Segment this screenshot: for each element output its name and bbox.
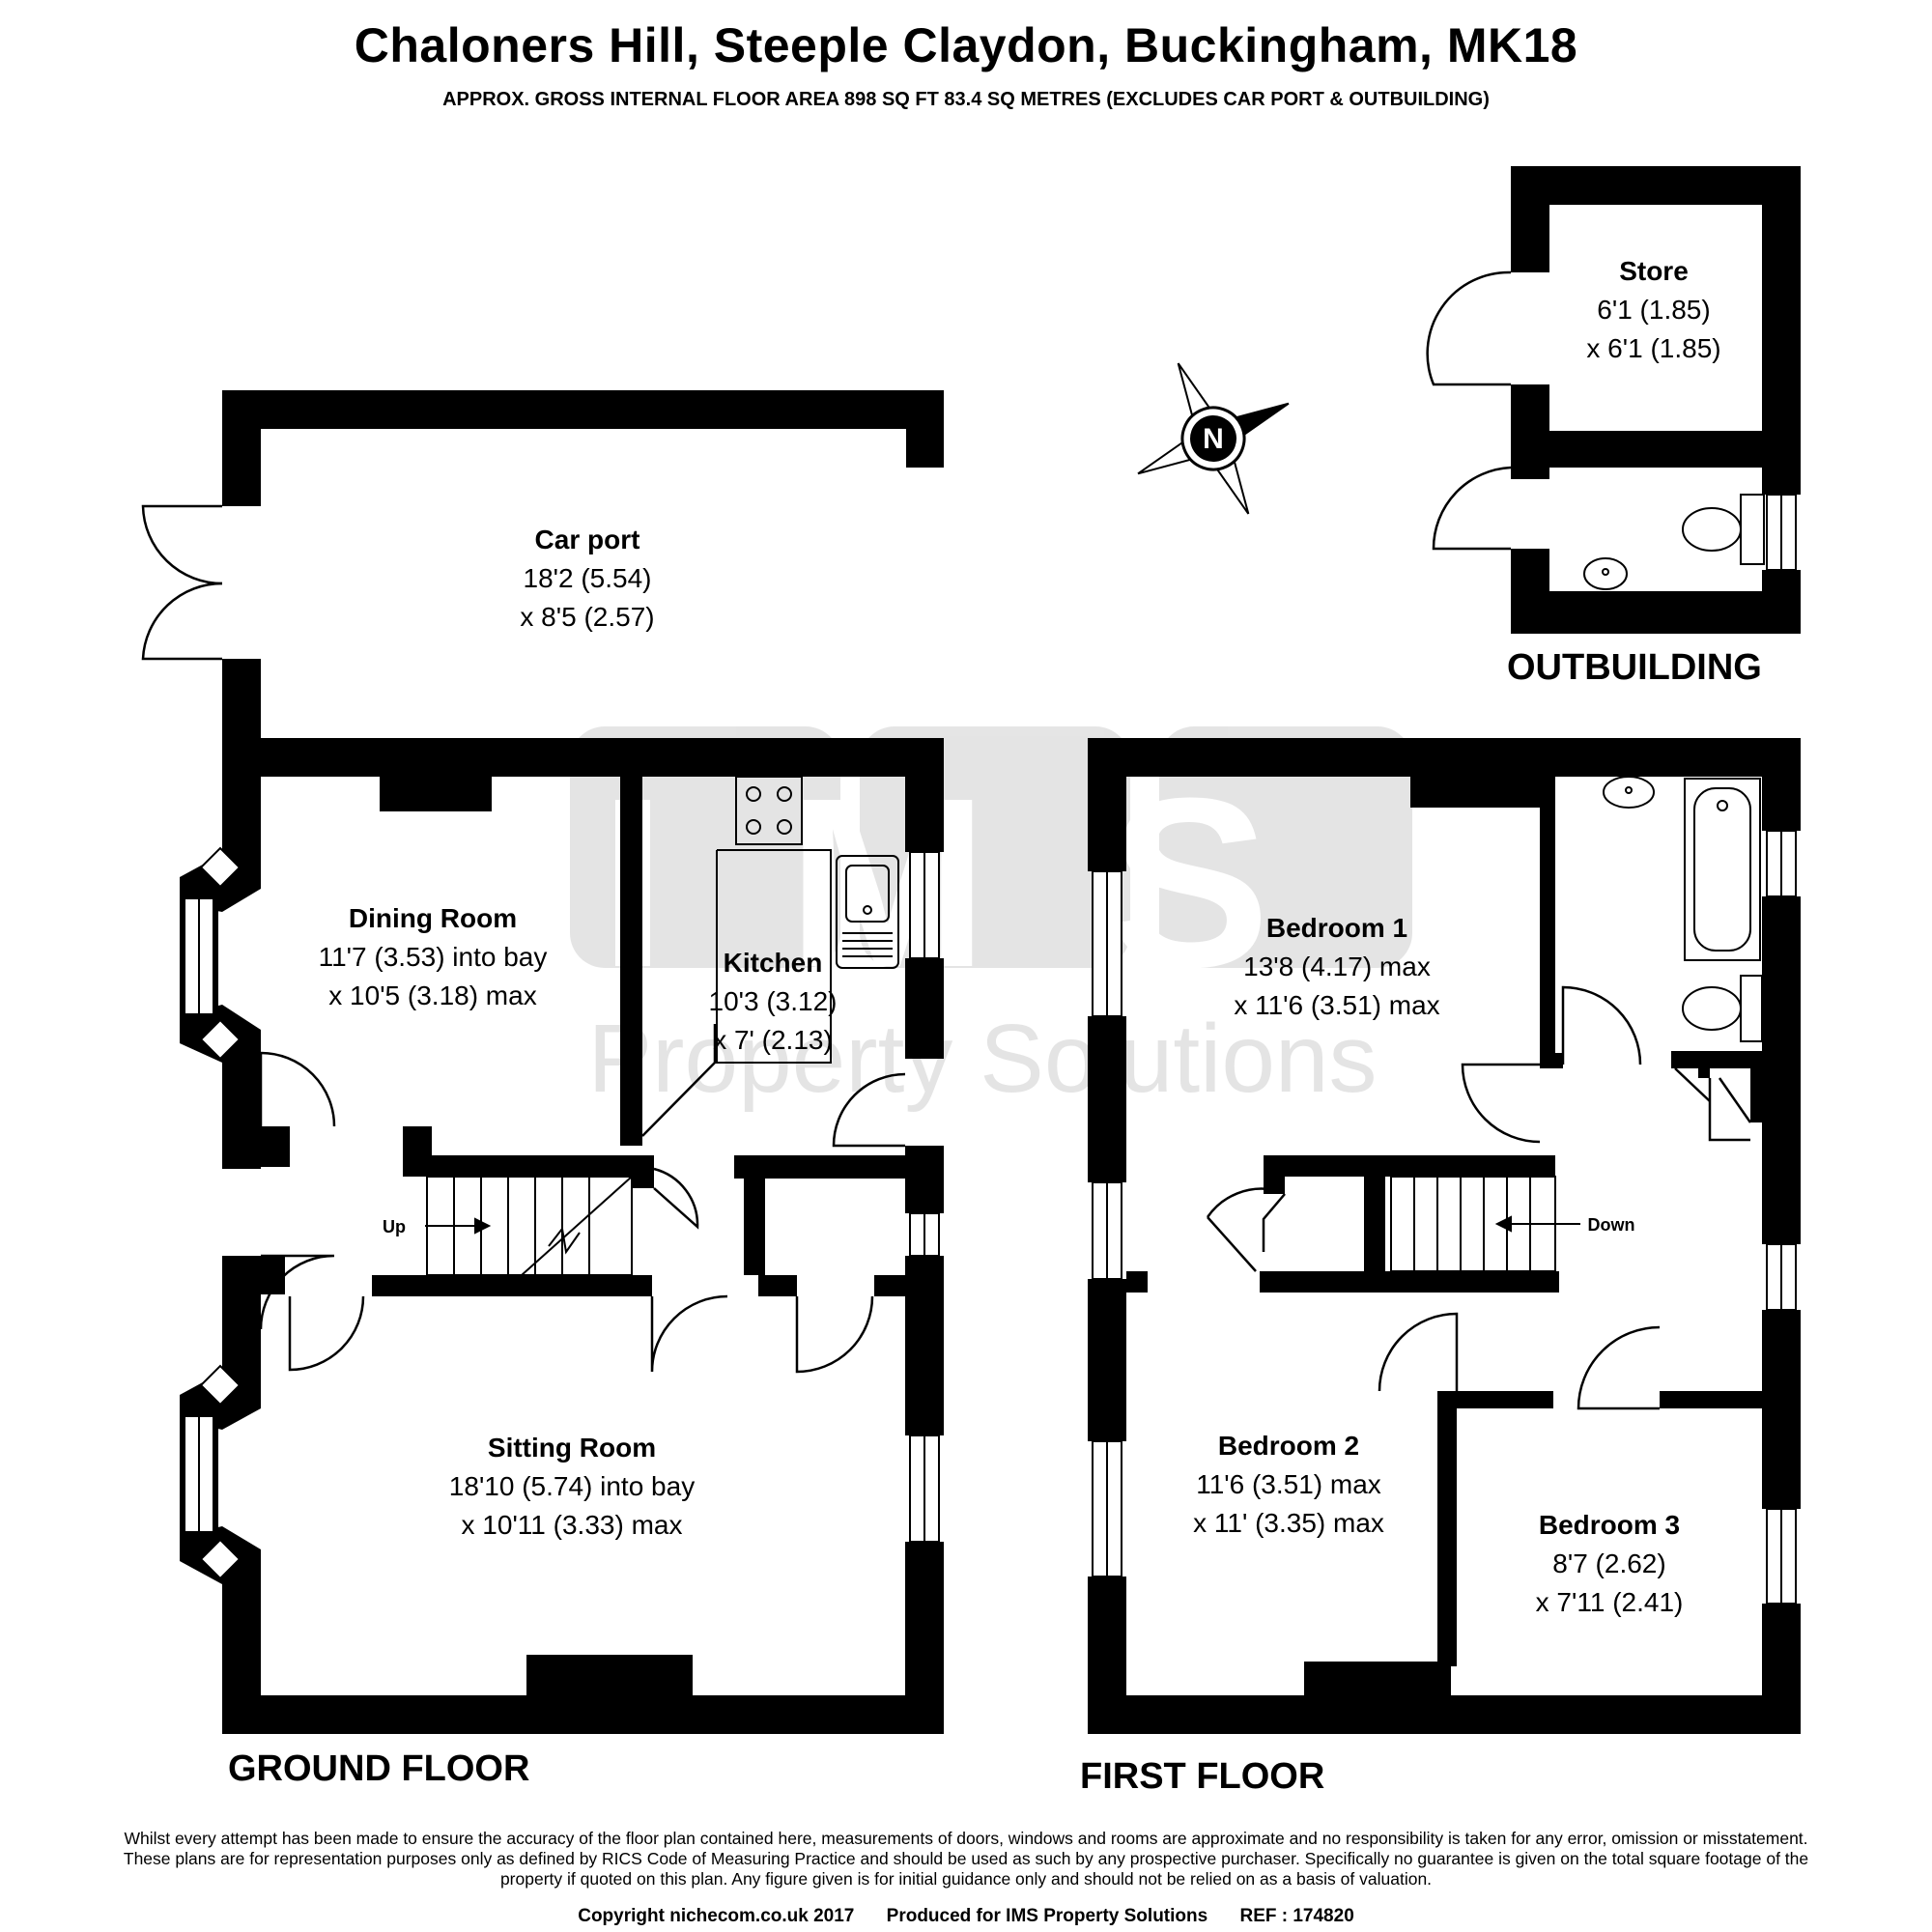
room-dim: x 7' (2.13) <box>713 1025 833 1055</box>
room-label-carport: Car port 18'2 (5.54) x 8'5 (2.57) <box>520 525 654 632</box>
first-doors <box>1206 985 1752 1410</box>
room-name: Kitchen <box>724 948 823 978</box>
room-dim: x 7'11 (2.41) <box>1536 1587 1684 1617</box>
room-name: Dining Room <box>349 903 517 933</box>
room-label-bedroom2: Bedroom 2 11'6 (3.51) max x 11' (3.35) m… <box>1193 1431 1384 1538</box>
first-floor-label: FIRST FLOOR <box>1080 1756 1325 1797</box>
room-dim: x 6'1 (1.85) <box>1586 333 1720 363</box>
copyright-text: Copyright nichecom.co.uk 2017 <box>578 1906 855 1926</box>
ground-doors <box>259 1024 906 1374</box>
outbuilding-walls <box>1511 166 1801 634</box>
compass-icon: N <box>1137 362 1290 515</box>
disclaimer: Whilst every attempt has been made to en… <box>123 1829 1809 1889</box>
first-windows <box>1092 830 1797 1605</box>
room-label-bedroom3: Bedroom 3 8'7 (2.62) x 7'11 (2.41) <box>1536 1510 1684 1617</box>
room-dim: x 11'6 (3.51) max <box>1234 990 1439 1020</box>
room-name: Store <box>1619 256 1689 286</box>
produced-for-text: Produced for IMS Property Solutions <box>886 1906 1208 1926</box>
room-name: Bedroom 3 <box>1539 1510 1680 1540</box>
outbuilding-windows <box>1766 494 1797 571</box>
room-label-store: Store 6'1 (1.85) x 6'1 (1.85) <box>1586 256 1720 363</box>
ground-windows <box>184 846 940 1580</box>
room-dim: 8'7 (2.62) <box>1552 1548 1665 1578</box>
room-dim: 11'7 (3.53) into bay <box>319 942 548 972</box>
outbuilding-doors <box>1426 270 1512 551</box>
carport-double-door <box>141 504 223 661</box>
room-dim: 11'6 (3.51) max <box>1196 1469 1381 1499</box>
first-stairs <box>1390 1176 1580 1272</box>
room-dim: 18'2 (5.54) <box>524 563 652 593</box>
watermark-text: Property Solutions <box>587 1005 1377 1113</box>
room-label-bedroom1: Bedroom 1 13'8 (4.17) max x 11'6 (3.51) … <box>1234 913 1439 1020</box>
room-name: Sitting Room <box>488 1433 656 1463</box>
compass-letter: N <box>1203 423 1224 455</box>
room-dim: x 10'5 (3.18) max <box>328 980 536 1010</box>
room-label-dining: Dining Room 11'7 (3.53) into bay x 10'5 … <box>319 903 548 1010</box>
ground-floor-label: GROUND FLOOR <box>228 1748 530 1789</box>
carport-walls <box>222 390 944 744</box>
stairs-down-label: Down <box>1588 1215 1635 1235</box>
bathroom-fittings <box>1603 776 1763 1042</box>
first-floor-walls <box>1088 738 1801 1734</box>
room-dim: 13'8 (4.17) max <box>1243 952 1431 981</box>
room-dim: x 10'11 (3.33) max <box>462 1510 683 1540</box>
room-dim: 6'1 (1.85) <box>1597 295 1710 325</box>
page-title: Chaloners Hill, Steeple Claydon, Bucking… <box>354 18 1578 72</box>
room-name: Bedroom 1 <box>1266 913 1407 943</box>
room-dim: x 8'5 (2.57) <box>520 602 654 632</box>
room-name: Bedroom 2 <box>1218 1431 1359 1461</box>
room-label-kitchen: Kitchen 10'3 (3.12) x 7' (2.13) <box>709 948 838 1055</box>
ground-floor-walls <box>222 738 944 1734</box>
room-name: Car port <box>535 525 640 554</box>
reference-text: REF : 174820 <box>1239 1906 1354 1926</box>
outbuilding-fittings <box>1583 494 1765 590</box>
footer: Copyright nichecom.co.uk 2017 Produced f… <box>0 1906 1932 1927</box>
room-label-sitting: Sitting Room 18'10 (5.74) into bay x 10'… <box>449 1433 695 1540</box>
ground-stairs <box>425 1176 633 1276</box>
kitchen-fittings <box>716 776 899 1064</box>
floor-area-subtitle: APPROX. GROSS INTERNAL FLOOR AREA 898 SQ… <box>442 89 1490 110</box>
room-dim: 10'3 (3.12) <box>709 986 838 1016</box>
outbuilding-label: OUTBUILDING <box>1507 647 1762 688</box>
stairs-up-label: Up <box>383 1217 406 1236</box>
room-dim: 18'10 (5.74) into bay <box>449 1471 695 1501</box>
room-dim: x 11' (3.35) max <box>1193 1508 1384 1538</box>
